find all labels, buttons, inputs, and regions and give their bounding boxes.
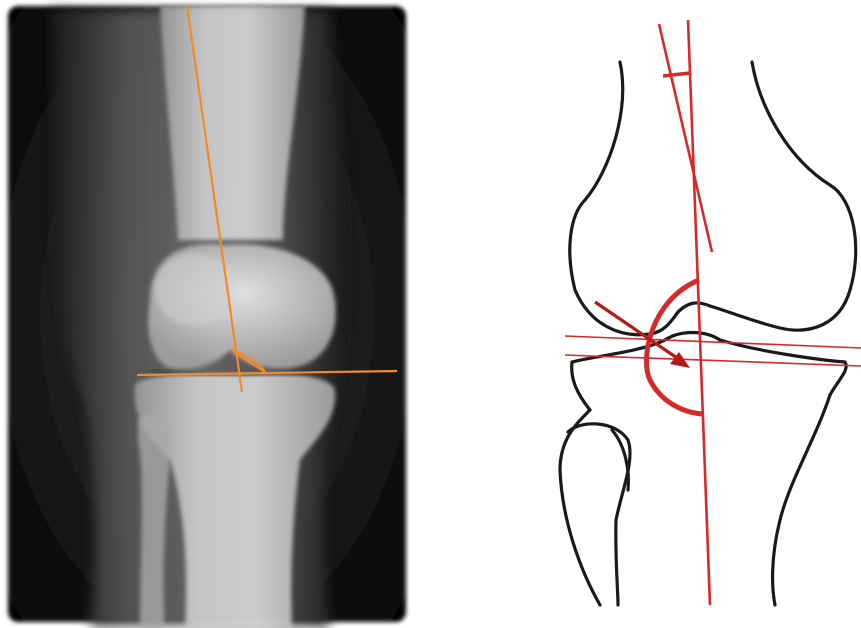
femur-shaft xyxy=(160,6,305,240)
knee-xray-image xyxy=(0,0,412,628)
knee-alignment-diagram xyxy=(540,0,861,628)
